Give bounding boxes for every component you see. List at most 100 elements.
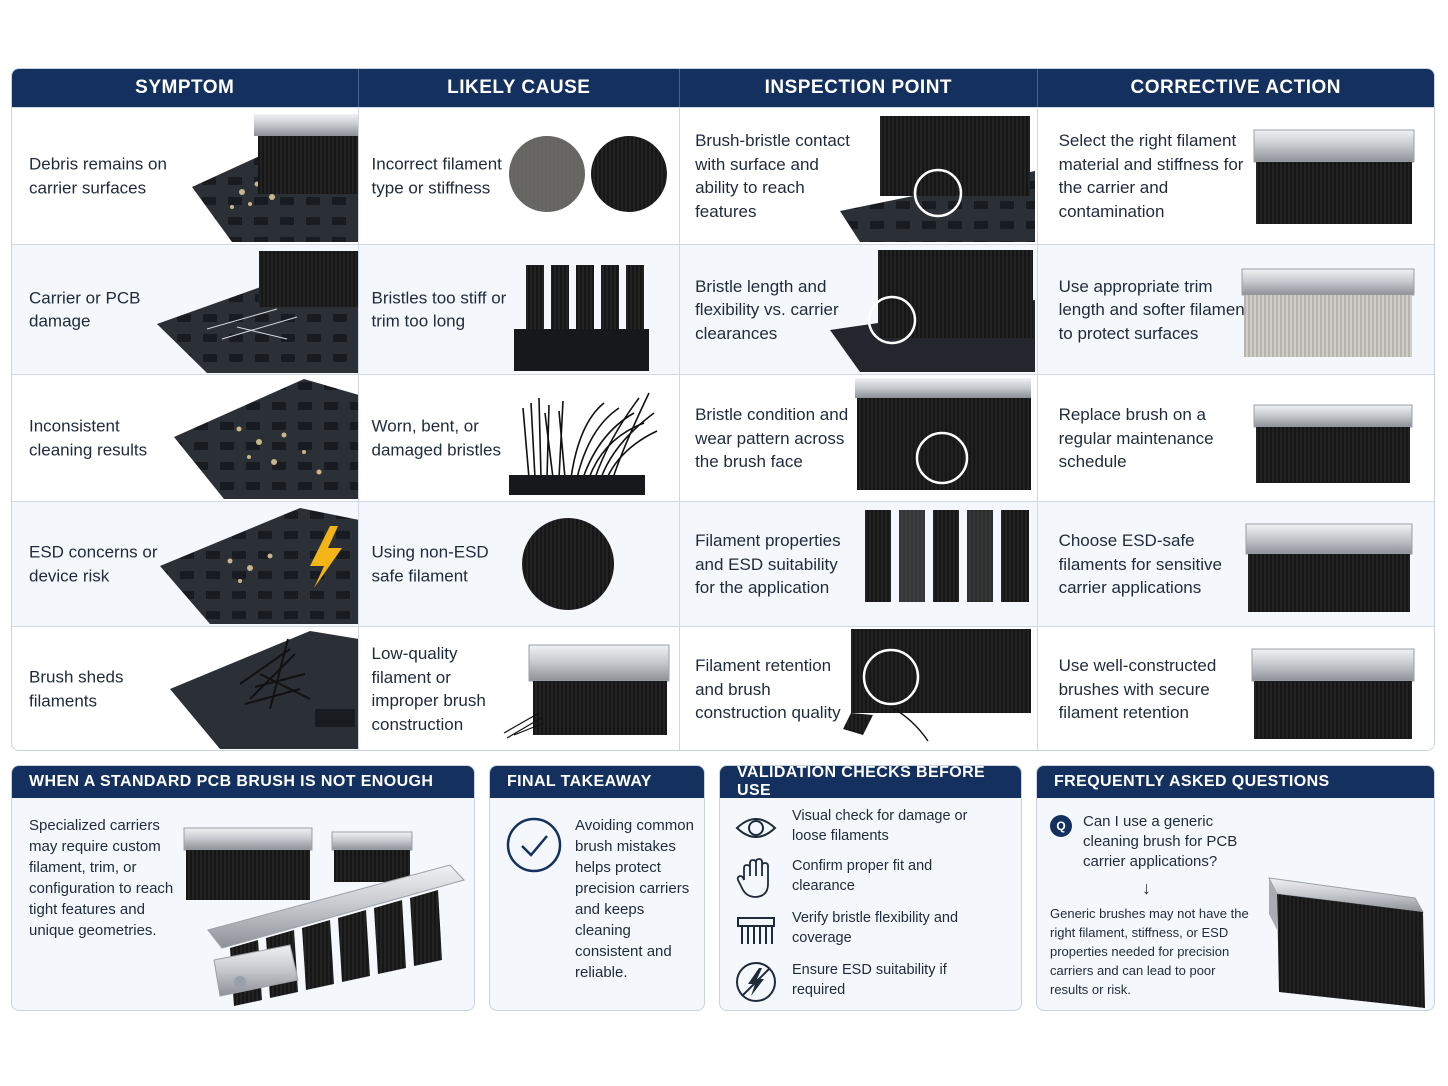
inspection-cell: Bristle condition and wear pattern acros… [680, 375, 1038, 501]
validation-item-label: Verify bristle flexibility and coverage [792, 910, 959, 946]
cause-cell: Using non-ESD safe filament [358, 502, 681, 626]
inspection-cell: Filament retention and brush constructio… [680, 627, 1038, 750]
question-badge-icon: Q [1050, 815, 1072, 837]
panel-title: WHEN A STANDARD PCB BRUSH IS NOT ENOUGH [12, 766, 474, 798]
non-esd-filament-image [521, 518, 614, 610]
symptom-cell: Brush sheds filaments [12, 627, 359, 750]
carrier-debris-image [192, 114, 358, 242]
action-cell: Choose ESD-safe filaments for sensitive … [1037, 502, 1434, 626]
low-quality-brush-image [503, 644, 670, 739]
inspection-cell: Bristle length and flexibility vs. carri… [680, 245, 1038, 374]
panel-body: Q Can I use a generic cleaning brush for… [1037, 798, 1434, 1010]
panel-text: Specialized carriers may require custom … [29, 817, 174, 939]
table-row: Brush sheds filaments Low-quality filame… [12, 626, 1434, 750]
panel-body: Specialized carriers may require custom … [12, 798, 474, 1010]
validation-item-label: Ensure ESD suitability if required [792, 962, 947, 998]
panel-body: Avoiding common brush mistakes helps pro… [490, 798, 704, 1010]
action-cell: Use appropriate trim length and softer f… [1037, 245, 1434, 374]
hand-icon [736, 858, 769, 898]
validation-item-label: Visual check for damage or loose filamen… [792, 808, 968, 844]
custom-brushes-image [183, 827, 465, 1006]
validation-item: Visual check for damage or loose filamen… [734, 806, 1014, 852]
esd-lightning-icon [310, 526, 342, 588]
generic-brush-image [1268, 877, 1425, 1008]
header-likely-cause: LIKELY CAUSE [359, 69, 681, 107]
esd-risk-image [160, 508, 358, 624]
strip-brush-image [1253, 129, 1415, 224]
cause-text: Bristles too stiff or trim too long [371, 288, 507, 331]
arrow-down-icon: ↓ [1142, 878, 1151, 898]
esd-safe-brush-image [1245, 523, 1413, 612]
replacement-brush-image [1253, 404, 1413, 483]
panel-title: FREQUENTLY ASKED QUESTIONS [1037, 766, 1434, 798]
table-row: Inconsistent cleaning results Worn, bent… [12, 374, 1434, 501]
action-cell: Replace brush on a regular maintenance s… [1037, 375, 1434, 501]
check-circle-icon [506, 817, 562, 873]
cause-text: Using non-ESD safe filament [371, 542, 489, 586]
inspection-text: Bristle condition and wear pattern acros… [695, 404, 849, 471]
wear-pattern-image [855, 378, 1032, 490]
validation-item: Verify bristle flexibility and coverage [734, 908, 1014, 954]
header-symptom: SYMPTOM [12, 69, 359, 107]
cause-cell: Incorrect filament type or stiffness [358, 108, 681, 244]
clearance-check-image [830, 250, 1036, 372]
action-text: Choose ESD-safe filaments for sensitive … [1058, 530, 1223, 597]
cause-text: Incorrect filament type or stiffness [371, 154, 502, 198]
panel-title: VALIDATION CHECKS BEFORE USE [720, 766, 1021, 799]
action-cell: Select the right filament material and s… [1037, 108, 1434, 244]
standard-brush-panel: WHEN A STANDARD PCB BRUSH IS NOT ENOUGH … [11, 765, 475, 1011]
symptom-text: Carrier or PCB damage [29, 288, 141, 331]
validation-item: Confirm proper fit and clearance [734, 856, 1014, 902]
soft-filament-brush-image [1241, 268, 1415, 357]
symptom-cell: Inconsistent cleaning results [12, 375, 359, 501]
symptom-text: Inconsistent cleaning results [29, 416, 148, 460]
symptom-text: ESD concerns or device risk [29, 542, 158, 586]
carrier-damage-image [157, 251, 358, 373]
eye-icon [735, 818, 777, 838]
validation-item-label: Confirm proper fit and clearance [792, 858, 933, 894]
symptom-cell: ESD concerns or device risk [12, 502, 359, 626]
esd-bolt-icon [736, 962, 776, 1002]
validation-item: Ensure ESD suitability if required [734, 960, 1014, 1006]
header-corrective-action: CORRECTIVE ACTION [1130, 77, 1342, 98]
table-header: SYMPTOM LIKELY CAUSE INSPECTION POINT CO… [12, 69, 1434, 107]
faq-panel: FREQUENTLY ASKED QUESTIONS Q Can I use a… [1036, 765, 1435, 1011]
table-row: Carrier or PCB damage Bristles too stiff… [12, 244, 1434, 374]
shed-filaments-image [170, 631, 358, 749]
brush-contact-image [840, 116, 1036, 242]
panel-body: Visual check for damage or loose filamen… [720, 798, 1021, 1010]
inspection-text: Bristle length and flexibility vs. carri… [695, 276, 839, 343]
cause-cell: Low-quality filament or improper brush c… [358, 627, 681, 750]
filament-retention-image [843, 629, 1032, 742]
table-row: ESD concerns or device risk Using non-ES… [12, 501, 1434, 626]
filament-comparison-image [508, 136, 667, 212]
stiff-bristles-image [513, 265, 649, 371]
inspection-cell: Brush-bristle contact with surface and a… [680, 108, 1038, 244]
validation-checks-panel: VALIDATION CHECKS BEFORE USE Visual chec… [719, 765, 1022, 1011]
action-text: Use well-constructed brushes with secure… [1058, 655, 1217, 722]
troubleshooting-table: SYMPTOM LIKELY CAUSE INSPECTION POINT CO… [11, 68, 1435, 751]
symptom-cell: Carrier or PCB damage [12, 245, 359, 374]
table-row: Debris remains on carrier surfaces Incor… [12, 107, 1434, 244]
symptom-cell: Debris remains on carrier surfaces [12, 108, 359, 244]
filament-properties-image [865, 510, 1030, 602]
panel-text: Avoiding common brush mistakes helps pro… [575, 817, 694, 981]
cause-text: Low-quality filament or improper brush c… [371, 644, 486, 734]
action-text: Use appropriate trim length and softer f… [1058, 276, 1250, 343]
panel-title: FINAL TAKEAWAY [490, 766, 704, 798]
action-cell: Use well-constructed brushes with secure… [1037, 627, 1434, 750]
cause-cell: Worn, bent, or damaged bristles [358, 375, 681, 501]
faq-question: Can I use a generic cleaning brush for P… [1083, 813, 1238, 870]
final-takeaway-panel: FINAL TAKEAWAY Avoiding common brush mis… [489, 765, 705, 1011]
inspection-cell: Filament properties and ESD suitability … [680, 502, 1038, 626]
symptom-text: Brush sheds filaments [29, 667, 124, 711]
cause-text: Worn, bent, or damaged bristles [371, 416, 501, 460]
brush-icon [737, 917, 775, 944]
cause-cell: Bristles too stiff or trim too long [358, 245, 681, 374]
symptom-text: Debris remains on carrier surfaces [29, 154, 167, 198]
inspection-text: Filament properties and ESD suitability … [695, 530, 841, 597]
well-constructed-brush-image [1251, 648, 1415, 739]
action-text: Replace brush on a regular maintenance s… [1058, 404, 1214, 471]
inspection-text: Filament retention and brush constructio… [695, 655, 841, 722]
worn-bristles-image [508, 392, 657, 495]
